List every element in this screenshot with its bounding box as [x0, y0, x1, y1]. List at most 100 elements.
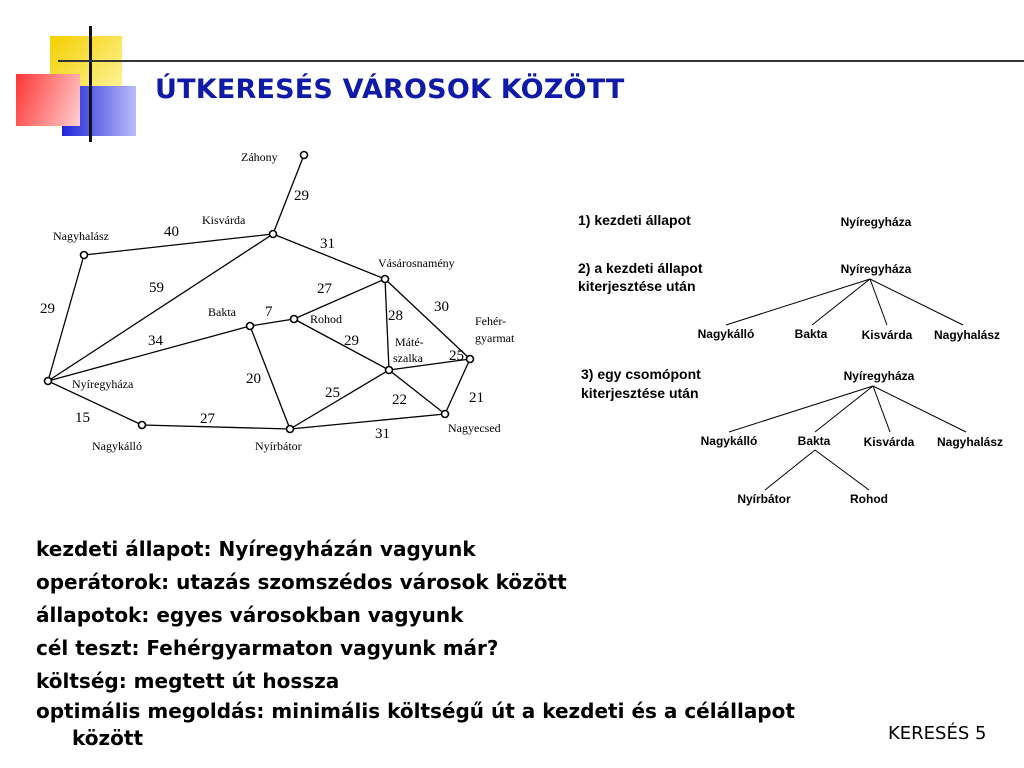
- edge-nagyhalasz-nyiregyhaza: [47, 254, 85, 382]
- tree3-edges: [728, 385, 967, 491]
- label-fehergyarmat-1: Fehér-: [475, 314, 506, 328]
- tree3-label-1: 3) egy csomópont: [581, 366, 701, 382]
- edge-mateszalka-nagyecsed: [388, 369, 446, 415]
- edge-nyirbator-nagyecsed: [289, 413, 446, 430]
- dist-zahony-kisvarda: 29: [294, 188, 309, 204]
- node-nagyhalasz: [79, 250, 89, 260]
- dist-mateszalka-nagyecsed: 22: [392, 392, 407, 408]
- label-nagyhalasz: Nagyhalász: [53, 229, 109, 243]
- node-nyirbator: [285, 424, 295, 434]
- tree2-child-kisvarda: Kisvárda: [862, 328, 913, 342]
- distance-labels: 29 40 31 29 59 27 7 28 30 34 29 25 20 25…: [40, 188, 484, 442]
- edge-kisvarda-vasarosnameny: [272, 233, 386, 280]
- label-mateszalka-1: Máté-: [395, 335, 424, 349]
- tree3-grandchild-nyirbator: Nyírbátor: [737, 492, 791, 506]
- edge-vasarosnameny-rohod: [293, 278, 386, 320]
- tree3-child-kisvarda: Kisvárda: [864, 435, 915, 449]
- slide-title: ÚTKERESÉS VÁROSOK KÖZÖTT: [155, 74, 625, 105]
- edge-kisvarda-nyiregyhaza: [47, 233, 274, 382]
- road-edges: [47, 154, 471, 430]
- bullet-operators: operátorok: utazás szomszédos városok kö…: [36, 570, 567, 594]
- node-bakta: [245, 321, 255, 331]
- tree3-root: Nyíregyháza: [844, 369, 915, 383]
- edge-mateszalka-fehergyarmat: [388, 358, 471, 371]
- label-nagykallo: Nagykálló: [92, 439, 142, 453]
- label-fehergyarmat-2: gyarmat: [475, 331, 515, 345]
- corner-red-square: [16, 74, 80, 126]
- dist-vasarosnameny-fehergyarmat: 30: [434, 299, 449, 315]
- dist-nyiregyhaza-bakta: 34: [148, 333, 164, 349]
- edge-bakta-nyirbator: [249, 325, 291, 430]
- dist-fehergyarmat-nagyecsed: 21: [469, 390, 484, 406]
- label-zahony: Záhony: [241, 150, 278, 164]
- tree2-child-nagykallo: Nagykálló: [698, 327, 755, 341]
- dist-rohod-vasarosnameny: 27: [317, 281, 333, 297]
- edge-bakta-rohod: [249, 318, 295, 327]
- edge-nyirbator-mateszalka: [289, 369, 390, 430]
- tree2-child-nagyhalasz: Nagyhalász: [934, 328, 1000, 342]
- node-mateszalka: [384, 365, 394, 375]
- edge-nagyhalasz-kisvarda: [83, 233, 274, 256]
- edge-vasarosnameny-mateszalka: [384, 278, 390, 371]
- tree2-label-2: kiterjesztése után: [578, 278, 696, 294]
- tree2-label-1: 2) a kezdeti állapot: [578, 260, 703, 276]
- tree2-child-bakta: Bakta: [795, 327, 828, 341]
- edge-rohod-mateszalka: [293, 318, 390, 371]
- dist-kisvarda-nyiregyhaza: 59: [149, 280, 164, 296]
- label-vasarosnameny: Vásárosnamény: [378, 256, 455, 270]
- city-nodes: [43, 150, 475, 434]
- dist-rohod-mateszalka: 29: [344, 333, 359, 349]
- bullet-cost: költség: megtett út hossza: [36, 669, 340, 693]
- node-kisvarda: [268, 229, 278, 239]
- dist-bakta-rohod: 7: [265, 304, 273, 320]
- tree2-edges: [725, 278, 964, 326]
- bullet-states: állapotok: egyes városokban vagyunk: [36, 603, 464, 627]
- tree2-root: Nyíregyháza: [841, 262, 912, 276]
- bullet-optimal-solution: optimális megoldás: minimális költségű ú…: [36, 699, 795, 750]
- search-trees: 1) kezdeti állapot Nyíregyháza 2) a kezd…: [578, 212, 1003, 506]
- dist-kisvarda-vasarosnameny: 31: [320, 236, 335, 252]
- corner-vertical-line: [89, 26, 92, 142]
- edge-zahony-kisvarda: [272, 154, 305, 235]
- dist-nagykallo-nyirbator: 27: [200, 411, 216, 427]
- edge-vasarosnameny-fehergyarmat: [384, 278, 471, 360]
- tree3-child-nagyhalasz: Nagyhalász: [937, 435, 1003, 449]
- label-nyirbator: Nyírbátor: [255, 439, 302, 453]
- bullet-goal-test: cél teszt: Fehérgyarmaton vagyunk már?: [36, 636, 499, 660]
- label-kisvarda: Kisvárda: [202, 213, 246, 227]
- label-mateszalka-2: szalka: [393, 351, 424, 365]
- tree3-child-bakta: Bakta: [798, 434, 831, 448]
- edge-nagykallo-nyirbator: [141, 424, 291, 430]
- edge-fehergyarmat-nagyecsed: [444, 358, 471, 415]
- label-nagyecsed: Nagyecsed: [448, 421, 501, 435]
- dist-nagyhalasz-kisvarda: 40: [164, 224, 179, 240]
- node-fehergyarmat: [465, 354, 475, 364]
- city-labels: Záhony Kisvárda Nagyhalász Vásárosnamény…: [53, 150, 515, 453]
- label-rohod: Rohod: [310, 312, 342, 326]
- tree1-root: Nyíregyháza: [841, 215, 912, 229]
- dist-nyiregyhaza-nagykallo: 15: [75, 410, 90, 426]
- dist-nagyhalasz-nyiregyhaza: 29: [40, 301, 55, 317]
- dist-nyirbator-mateszalka: 25: [325, 385, 340, 401]
- tree1-label: 1) kezdeti állapot: [578, 212, 691, 228]
- node-nagyecsed: [440, 409, 450, 419]
- tree3-grandchild-rohod: Rohod: [850, 492, 888, 506]
- node-zahony: [299, 150, 309, 160]
- bullet-initial-state: kezdeti állapot: Nyíregyházán vagyunk: [36, 537, 476, 561]
- edge-nyiregyhaza-bakta: [47, 325, 251, 382]
- node-nagykallo: [137, 420, 147, 430]
- node-nyiregyhaza: [43, 376, 53, 386]
- label-bakta: Bakta: [208, 305, 237, 319]
- title-rule: [58, 60, 1024, 62]
- dist-nyirbator-nagyecsed: 31: [375, 426, 390, 442]
- node-vasarosnameny: [380, 274, 390, 284]
- tree3-child-nagykallo: Nagykálló: [701, 434, 758, 448]
- edge-nyiregyhaza-nagykallo: [47, 380, 143, 426]
- problem-definition-list: kezdeti állapot: Nyíregyházán vagyunk op…: [36, 533, 796, 752]
- dist-mateszalka-fehergyarmat: 25: [449, 348, 464, 364]
- label-nyiregyhaza: Nyíregyháza: [72, 377, 134, 391]
- node-rohod: [289, 314, 299, 324]
- dist-vasarosnameny-mateszalka: 28: [388, 308, 403, 324]
- tree3-label-2: kiterjesztése után: [581, 385, 699, 401]
